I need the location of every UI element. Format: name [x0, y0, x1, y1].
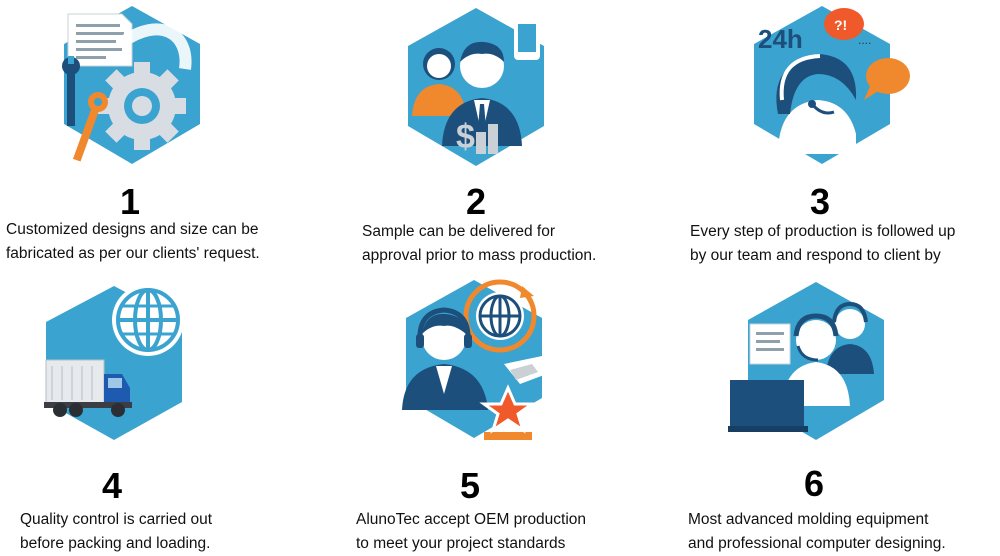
- step-1-caption: Customized designs and size can be fabri…: [6, 218, 260, 266]
- headset-businessman-icon: [402, 307, 488, 410]
- step-4-number: 4: [101, 465, 123, 506]
- businesswoman-icon: [412, 48, 466, 116]
- step-3-caption-line-1: Every step of production is followed up: [690, 223, 956, 240]
- step-5-caption-line-1: AlunoTec accept OEM production: [356, 511, 587, 528]
- 24h-badge: 24h: [758, 24, 803, 54]
- step-5-caption-line-2: to meet your project standards: [356, 535, 566, 552]
- step-3-caption: Every step of production is followed up …: [690, 220, 955, 268]
- step-2-number: 2: [465, 181, 487, 222]
- svg-text:$: $: [456, 118, 475, 156]
- truck-icon: [44, 359, 132, 417]
- step-5-illustration: [392, 272, 566, 452]
- speech-bubble-icon: ?! ....: [824, 8, 910, 100]
- step-4-illustration: [18, 278, 214, 442]
- step-2-caption-line-1: Sample can be delivered for: [362, 223, 556, 240]
- phone-icon: [514, 18, 540, 60]
- step-2-caption-line-2: approval prior to mass production.: [362, 247, 597, 264]
- handshake-icon: [504, 356, 552, 384]
- step-2-illustration: $: [394, 6, 558, 170]
- step-6-illustration: [726, 276, 898, 446]
- support-agent-headset-icon: [776, 54, 857, 154]
- hexagon-background: [406, 280, 542, 438]
- step-1-caption-line-2: fabricated as per our clients' request.: [6, 245, 260, 262]
- wrench-icon: [62, 56, 80, 126]
- businessman-icon: [442, 41, 522, 146]
- step-3-caption-line-2: by our team and respond to client by: [690, 247, 941, 264]
- step-5-number: 5: [459, 465, 481, 506]
- step-1-illustration: [50, 4, 214, 168]
- step-6-caption-line-2: and professional computer designing.: [688, 535, 946, 552]
- step-5-caption: AlunoTec accept OEM production to meet y…: [356, 508, 586, 556]
- step-6-number: 6: [803, 463, 825, 504]
- document-icon: [749, 323, 791, 365]
- svg-text:....: ....: [858, 33, 871, 47]
- step-4-caption-line-2: before packing and loading.: [20, 535, 211, 552]
- star-award-icon: [479, 384, 537, 440]
- gear-icon: [98, 62, 186, 150]
- document-icon: [67, 13, 133, 67]
- orange-wrench-icon: [72, 92, 108, 162]
- step-3-number: 3: [809, 181, 831, 222]
- computer-screen-icon: [728, 380, 808, 432]
- step-1-number: 1: [119, 181, 141, 222]
- operator-back-icon: [826, 301, 874, 374]
- curved-arrow-icon: [116, 23, 192, 70]
- operator-headset-icon: [782, 313, 850, 406]
- step-4-caption: Quality control is carried out before pa…: [20, 508, 212, 556]
- step-3-illustration: 24h ?! ....: [738, 4, 918, 174]
- step-6-caption-line-1: Most advanced molding equipment: [688, 511, 929, 528]
- step-4-caption-line-1: Quality control is carried out: [20, 511, 213, 528]
- dollar-coins-icon: $: [456, 118, 498, 156]
- bubble-text: ?!: [834, 17, 847, 33]
- step-1-caption-line-1: Customized designs and size can be: [6, 221, 259, 238]
- globe-icon: [112, 284, 184, 356]
- rotating-globe-icon: [463, 279, 537, 353]
- step-6-caption: Most advanced molding equipment and prof…: [688, 508, 946, 556]
- step-2-caption: Sample can be delivered for approval pri…: [362, 220, 596, 268]
